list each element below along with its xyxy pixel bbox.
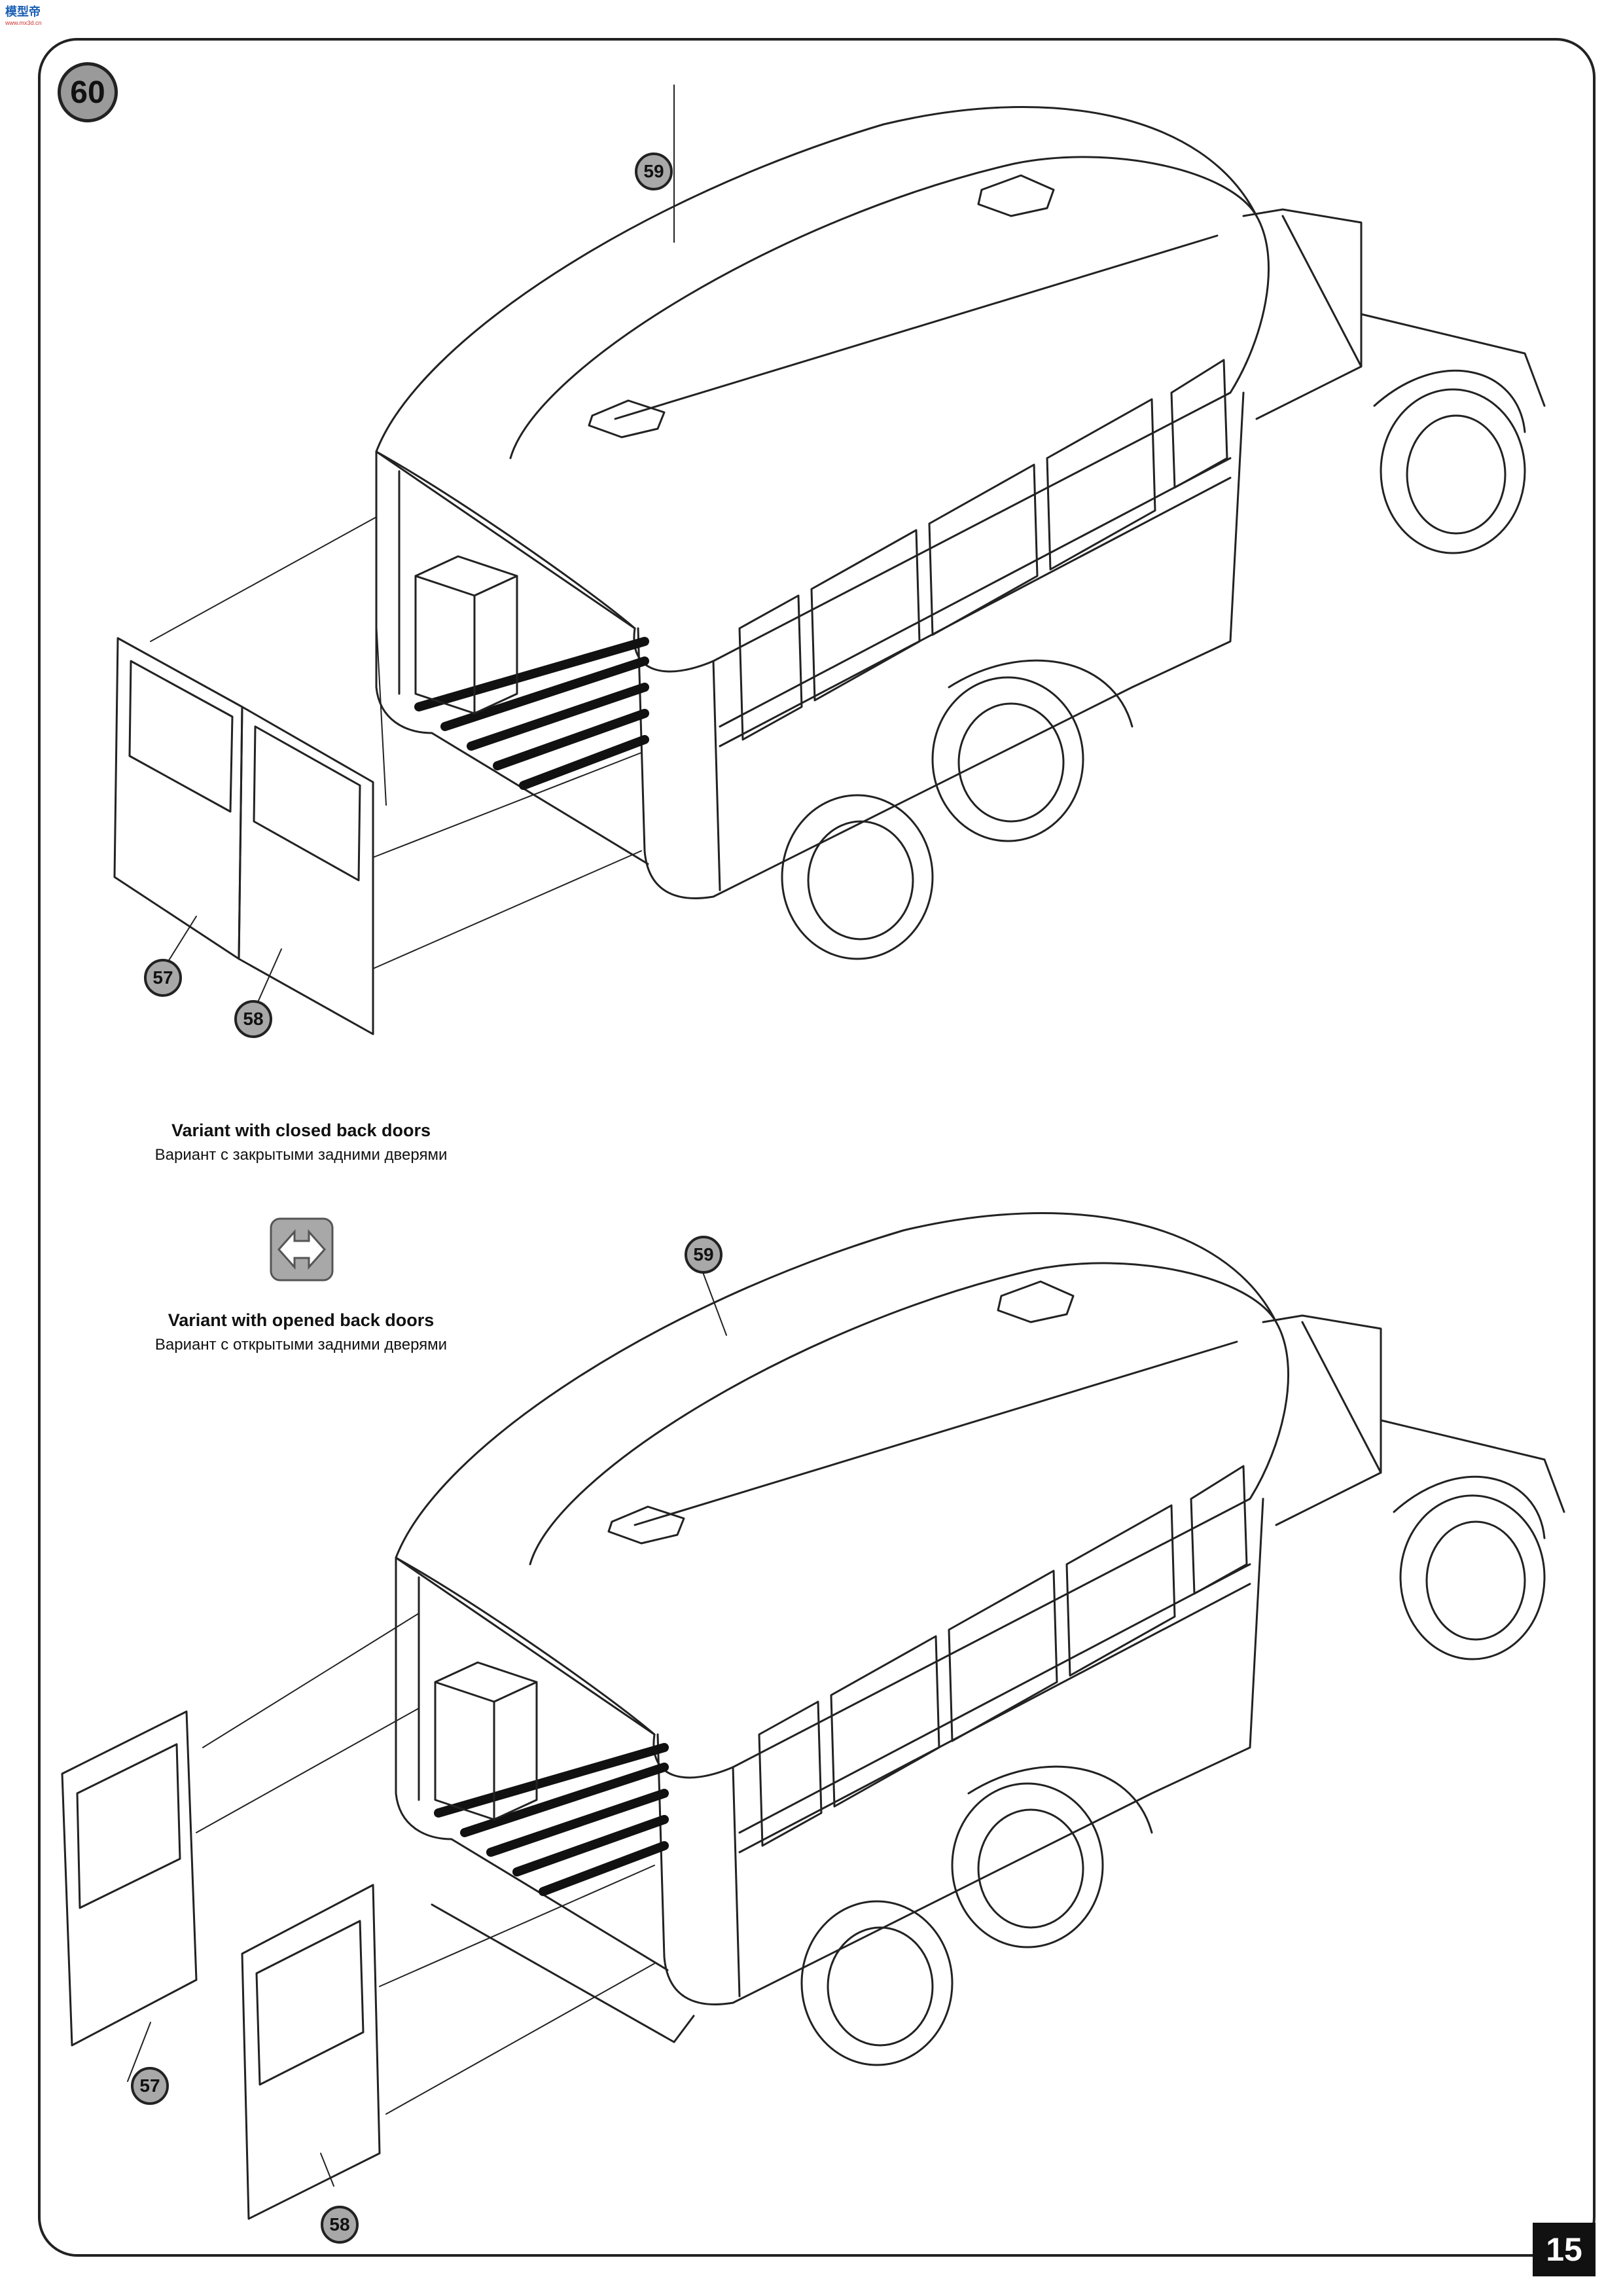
door-58-opened-outline <box>241 1884 381 2220</box>
variant-closed-ru: Вариант с закрытыми задними дверями <box>154 1146 448 1164</box>
brand-logo-sub: www.mx3d.cn <box>5 20 42 26</box>
part-label-right-door-top: 58 <box>234 1000 272 1038</box>
variant-opened-caption: Variant with opened back doors Вариант с… <box>151 1310 452 1354</box>
variant-closed-caption: Variant with closed back doors Вариант с… <box>151 1121 452 1164</box>
truck-closed-doors-drawing <box>113 84 1546 1035</box>
part-label-roof-top: 59 <box>635 152 673 190</box>
door-57-opened-outline <box>61 1710 198 2047</box>
truck-opened-doors-drawing <box>61 1212 1565 2220</box>
variant-opened-en: Variant with opened back doors <box>168 1310 435 1330</box>
part-label-roof-bottom: 59 <box>685 1236 722 1274</box>
brand-logo-text: 模型帝 <box>5 5 41 18</box>
swap-arrows-icon <box>270 1217 334 1282</box>
door-58-outline <box>238 706 374 1035</box>
page-frame <box>38 38 1596 2257</box>
brand-logo: 模型帝 www.mx3d.cn <box>5 3 42 26</box>
part-label-left-door-bottom: 57 <box>131 2067 169 2105</box>
part-label-right-door-bottom: 58 <box>321 2206 359 2244</box>
variant-opened-ru: Вариант с открытыми задними дверями <box>154 1336 448 1354</box>
variant-closed-en: Variant with closed back doors <box>171 1121 431 1140</box>
step-number-badge: 60 <box>58 62 118 122</box>
page-number: 15 <box>1533 2223 1596 2276</box>
part-label-left-door-top: 57 <box>144 959 182 997</box>
